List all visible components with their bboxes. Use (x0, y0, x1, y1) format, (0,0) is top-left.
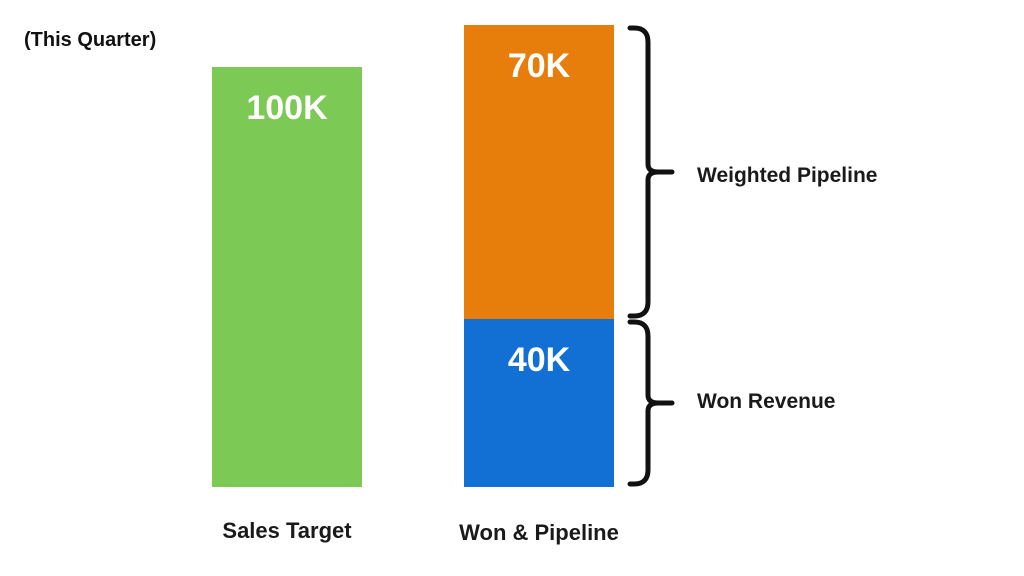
value-label-weighted-pipeline: 70K (508, 47, 571, 85)
bracket-won-revenue (627, 319, 661, 487)
brackets-layer (627, 25, 675, 487)
value-label-won-revenue: 40K (508, 341, 571, 379)
bracket-weighted-pipeline (627, 25, 661, 319)
value-label-sales-target: 100K (246, 89, 328, 127)
category-label-sales-target: Sales Target (222, 518, 352, 543)
bar-won-revenue (464, 319, 614, 487)
bracket-label-won-revenue: Won Revenue (697, 390, 835, 413)
bar-weighted-pipeline (464, 25, 614, 319)
bars-layer: 100K 40K 70K (212, 25, 614, 487)
category-label-won-pipeline: Won & Pipeline (459, 520, 619, 545)
bracket-label-weighted-pipeline: Weighted Pipeline (697, 164, 877, 187)
chart-subtitle: (This Quarter) (24, 29, 156, 51)
bar-sales-target (212, 67, 362, 487)
